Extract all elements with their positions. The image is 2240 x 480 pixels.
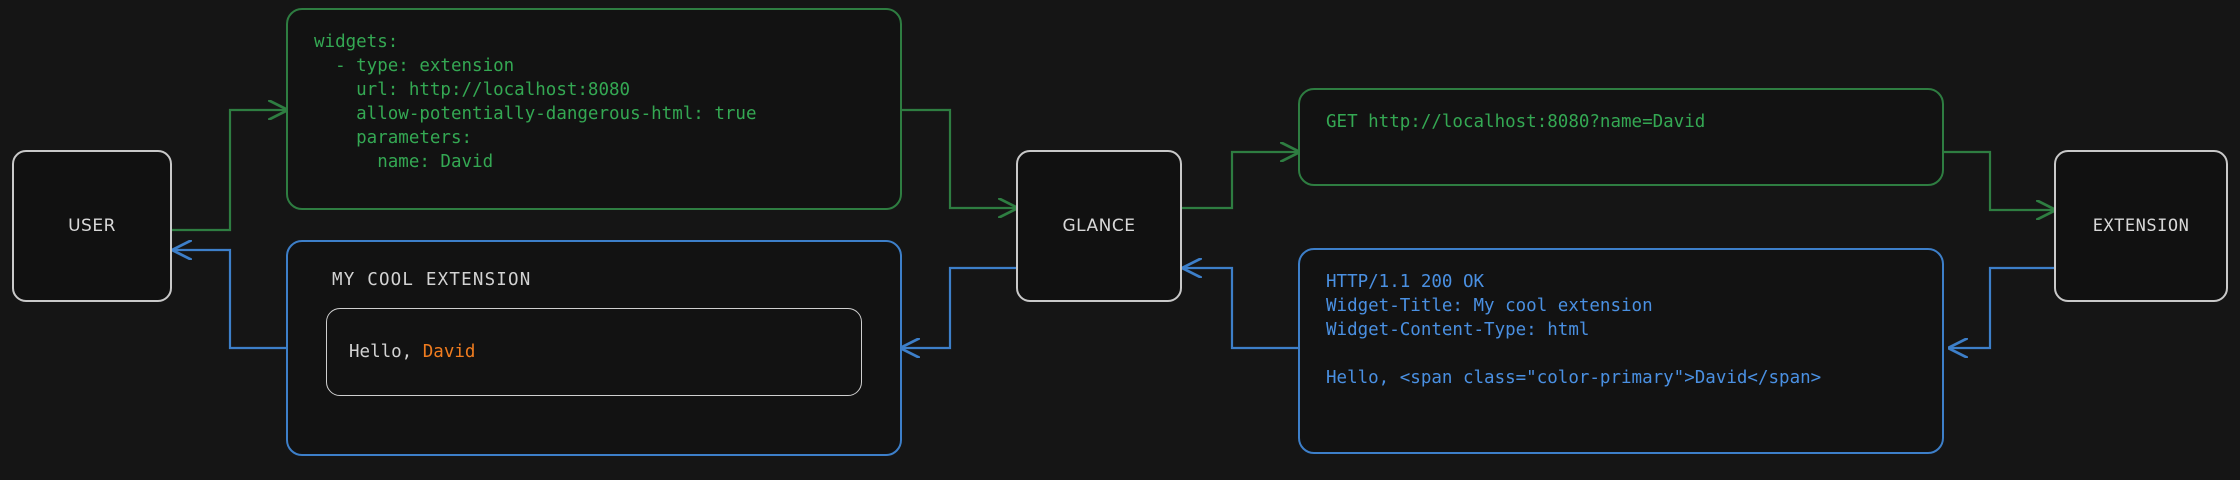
config-yaml-text: widgets: - type: extension url: http://l… xyxy=(314,32,757,172)
edge-config-to-glance xyxy=(902,108,1016,208)
node-user-label: USER xyxy=(68,216,116,236)
http-request-text: GET http://localhost:8080?name=David xyxy=(1326,112,1706,132)
node-user[interactable]: USER xyxy=(12,150,172,302)
widget-preview-title: MY COOL EXTENSION xyxy=(332,270,532,290)
widget-greeting: Hello, David xyxy=(349,342,475,362)
edge-response-to-glance xyxy=(1184,268,1298,350)
node-extension[interactable]: EXTENSION xyxy=(2054,150,2228,302)
node-glance[interactable]: GLANCE xyxy=(1016,150,1182,302)
edge-request-to-extension xyxy=(1944,150,2054,210)
edge-glance-to-request xyxy=(1182,152,1298,210)
http-request-block: GET http://localhost:8080?name=David xyxy=(1298,88,1944,186)
edge-user-to-config xyxy=(172,110,286,232)
edge-glance-to-widget xyxy=(902,266,1016,348)
widget-greeting-prefix: Hello, xyxy=(349,342,423,362)
node-glance-label: GLANCE xyxy=(1062,216,1136,236)
http-response-text: HTTP/1.1 200 OK Widget-Title: My cool ex… xyxy=(1326,272,1822,388)
config-yaml-block: widgets: - type: extension url: http://l… xyxy=(286,8,902,210)
edge-widget-to-user xyxy=(174,250,286,350)
http-response-block: HTTP/1.1 200 OK Widget-Title: My cool ex… xyxy=(1298,248,1944,454)
edge-extension-to-response xyxy=(1950,266,2054,348)
node-extension-label: EXTENSION xyxy=(2092,216,2190,236)
widget-preview-body: Hello, David xyxy=(326,308,862,396)
widget-preview-card[interactable]: MY COOL EXTENSION Hello, David xyxy=(286,240,902,456)
widget-greeting-name: David xyxy=(422,342,476,362)
